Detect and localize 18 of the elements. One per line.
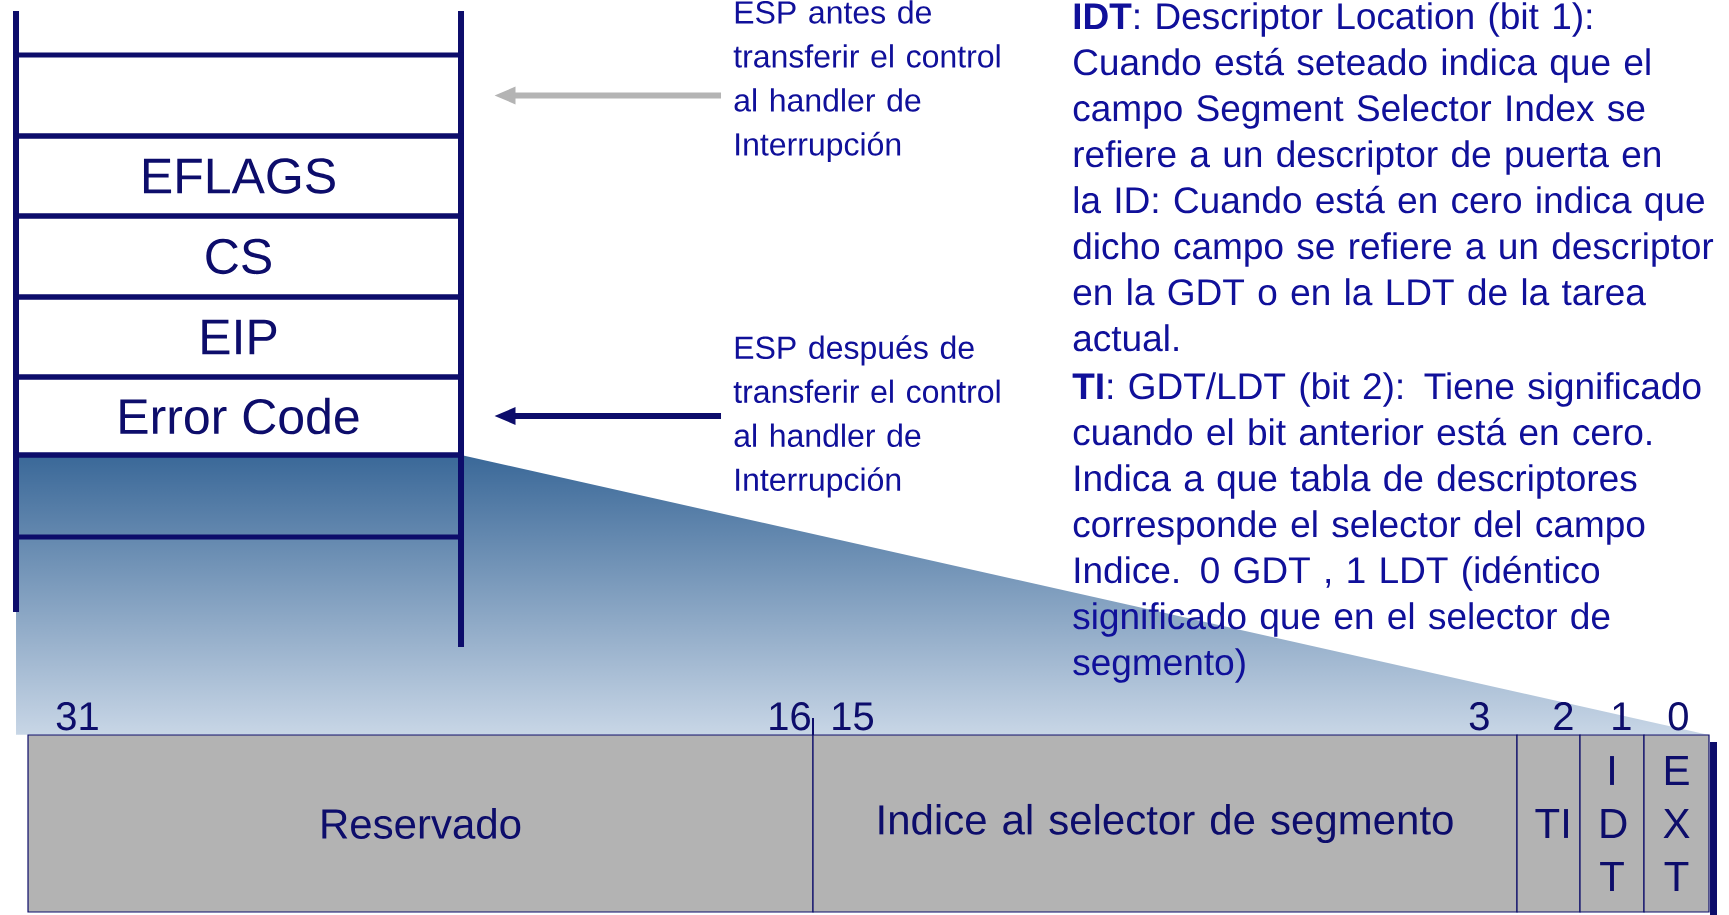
pointer-label: ESP antes de transferir el control al handler de Interrupción [733, 0, 1000, 162]
bit-number: 3 [1469, 702, 1489, 731]
stack-cell: EFLAGS [13, 133, 464, 219]
bit-number: 15 [833, 702, 873, 731]
pointer-label: ESP después de transferir el control al handler de Interrupción [733, 335, 1000, 498]
stack-cell: Error Code [13, 374, 464, 458]
register-field: Reservado [27, 734, 814, 913]
bit-number: 0 [1668, 702, 1688, 731]
bit-number: 16 [770, 702, 810, 731]
stack-cell: CS [13, 213, 464, 300]
register-field: TI [1516, 734, 1581, 913]
description-text: IDT: Descriptor Location (bit 1): Cuando está seteado indica que el campo Segment Selector Index se refiere a un descriptor de puerta en la ID: Cuando está en cero indica que dicho campo se refiere a un descriptor en la GDT o en la LDT de la tarea actual. [1073, 2, 1714, 352]
bit-number: 1 [1613, 702, 1631, 730]
stack-slot [13, 452, 464, 540]
register-field: I D T [1579, 734, 1645, 913]
register-field: E X T [1643, 734, 1710, 913]
stack-cell: EIP [13, 294, 464, 380]
bit-number: 2 [1554, 702, 1573, 730]
